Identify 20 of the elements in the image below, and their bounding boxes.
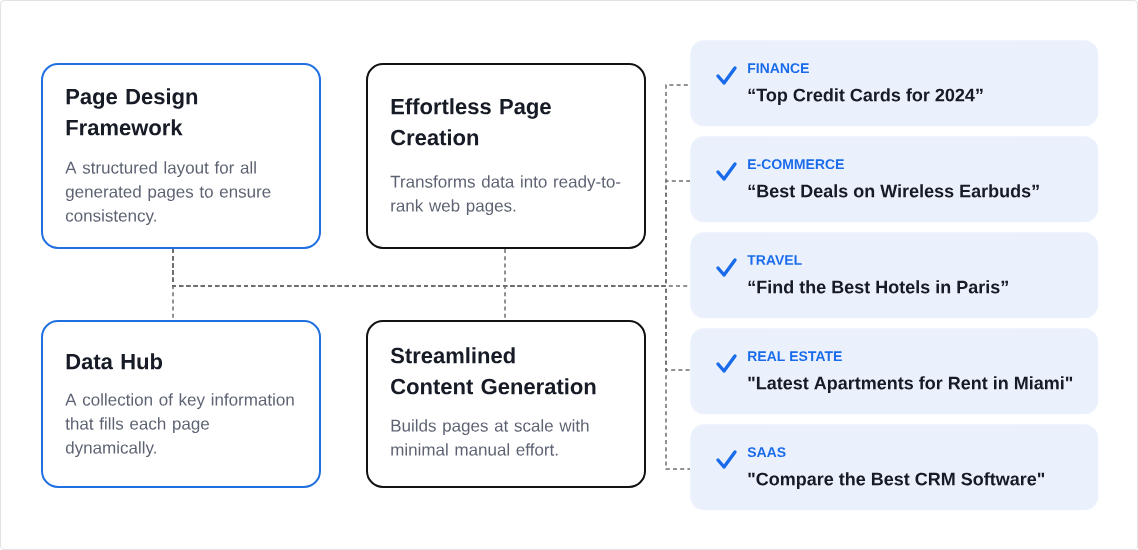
box-heading: Page Design Framework	[66, 88, 198, 136]
category-label: REAL ESTATE	[748, 351, 842, 362]
example-title: “Find the Best Hotels in Paris”	[748, 280, 1008, 294]
category-label: E-COMMERCE	[748, 159, 844, 170]
box-heading: Effortless Page Creation	[391, 98, 551, 146]
connector-line	[504, 248, 506, 321]
example-title: “Top Credit Cards for 2024”	[748, 88, 983, 105]
box-description: A collection of key information that fills each page dynamically.	[65, 393, 294, 458]
box-heading: Data Hub	[66, 353, 163, 370]
example-title: “Best Deals on Wireless Earbuds”	[748, 184, 1039, 198]
box-description: A structured layout for all generated pages to ensure consistency.	[65, 161, 271, 226]
example-title: "Latest Apartments for Rent in Miami"	[748, 376, 1073, 393]
example-title: "Compare the Best CRM Software"	[748, 472, 1045, 489]
category-label: FINANCE	[748, 63, 809, 74]
box-heading: Streamlined Content Generation	[390, 347, 596, 395]
box-description: Builds pages at scale with minimal manual effort.	[391, 419, 589, 456]
category-label: TRAVEL	[747, 255, 802, 265]
category-label: SAAS	[747, 447, 786, 458]
box-description: Transforms data into ready-to-rank web pages.	[390, 175, 621, 216]
connector-line	[172, 248, 691, 470]
